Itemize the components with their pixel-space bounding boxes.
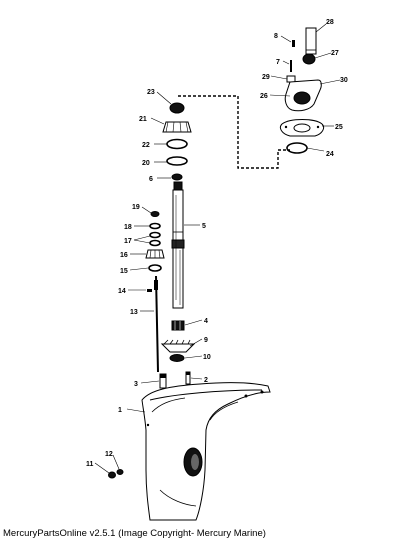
callout-6: 6 <box>149 176 153 183</box>
callout-24: 24 <box>326 151 334 158</box>
pin-14[interactable] <box>147 289 152 292</box>
callout-1: 1 <box>118 407 122 414</box>
washer-12[interactable] <box>116 469 124 475</box>
washer-17b[interactable] <box>149 239 161 247</box>
bearing-cup[interactable] <box>166 138 188 150</box>
gear-housing[interactable] <box>141 382 271 521</box>
callout-27: 27 <box>331 50 339 57</box>
callout-15: 15 <box>120 268 128 275</box>
callout-29: 29 <box>262 74 270 81</box>
callout-20: 20 <box>142 160 150 167</box>
callout-4: 4 <box>204 318 208 325</box>
callout-9: 9 <box>204 337 208 344</box>
callout-22: 22 <box>142 142 150 149</box>
shift-cable-28[interactable] <box>305 27 317 55</box>
pinion-gear-9[interactable] <box>160 339 196 353</box>
gasket-25[interactable] <box>279 119 325 137</box>
washer-17a[interactable] <box>149 231 161 239</box>
callout-30: 30 <box>340 77 348 84</box>
callout-21: 21 <box>139 116 147 123</box>
o-ring-20[interactable] <box>166 156 188 166</box>
pin-2[interactable] <box>185 371 191 385</box>
image-copyright-footer: MercuryPartsOnline v2.5.1 (Image Copyrig… <box>3 528 266 539</box>
callout-7: 7 <box>276 59 280 66</box>
callout-13: 13 <box>130 309 138 316</box>
callout-10: 10 <box>203 354 211 361</box>
tapered-roller-bearing[interactable] <box>162 121 192 133</box>
washer-19[interactable] <box>150 211 160 217</box>
plug-29[interactable] <box>286 75 296 83</box>
leader-lines <box>94 23 341 474</box>
pin-3[interactable] <box>159 373 167 389</box>
callout-3: 3 <box>134 381 138 388</box>
o-ring-24[interactable] <box>286 142 308 154</box>
shift-housing-30[interactable] <box>284 79 322 112</box>
pinion-nut[interactable] <box>169 102 185 114</box>
pin-8[interactable] <box>292 40 295 47</box>
shim-6[interactable] <box>171 173 183 181</box>
nut-10[interactable] <box>169 354 185 362</box>
callout-5: 5 <box>202 223 206 230</box>
callout-14: 14 <box>118 288 126 295</box>
callout-17: 17 <box>124 238 132 245</box>
spacer-18[interactable] <box>149 222 161 230</box>
callout-12: 12 <box>105 451 113 458</box>
callout-26: 26 <box>260 93 268 100</box>
pinion-gear-4[interactable] <box>171 320 185 331</box>
callout-18: 18 <box>124 224 132 231</box>
callout-2: 2 <box>204 377 208 384</box>
callout-8: 8 <box>274 33 278 40</box>
callout-11: 11 <box>86 461 94 468</box>
screw-11[interactable] <box>108 471 116 479</box>
shift-shaft[interactable] <box>154 275 159 373</box>
drive-shaft[interactable] <box>171 181 185 309</box>
dashed-linkage-line <box>178 95 290 169</box>
callout-28: 28 <box>326 19 334 26</box>
callout-19: 19 <box>132 204 140 211</box>
retainer-15[interactable] <box>148 264 162 272</box>
callout-25: 25 <box>335 124 343 131</box>
bearing-16[interactable] <box>145 249 165 259</box>
pin-7[interactable] <box>290 60 292 72</box>
callout-16: 16 <box>120 252 128 259</box>
knob-27[interactable] <box>302 53 316 65</box>
callout-23: 23 <box>147 89 155 96</box>
